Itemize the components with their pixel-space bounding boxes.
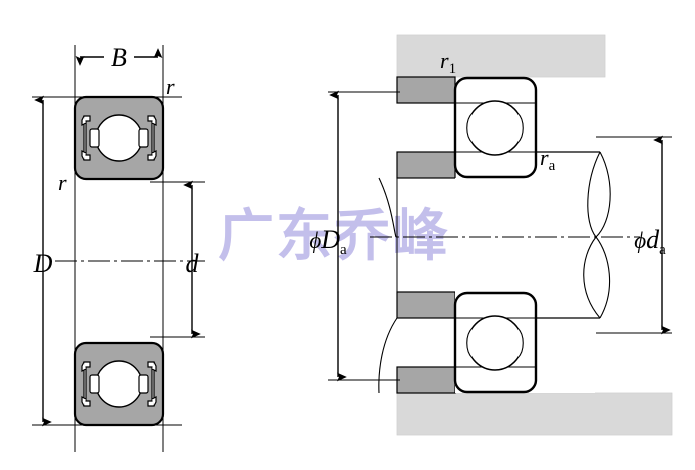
lower-seal-right-tab-top bbox=[151, 361, 157, 372]
lower-seal-right-lip bbox=[138, 374, 149, 394]
right-upper-ball bbox=[467, 100, 523, 156]
r1-subscript: 1 bbox=[449, 61, 457, 77]
right-lower-ball bbox=[467, 315, 523, 371]
dimension-phi-Da-label: ϕDa bbox=[309, 225, 347, 258]
upper-seal-left-tab-bottom bbox=[81, 150, 87, 161]
right-lower-cage-left bbox=[466, 327, 473, 359]
housing-bore-end-arcs bbox=[378, 177, 397, 238]
phi-symbol-Da: ϕ bbox=[309, 228, 321, 253]
shaft-end-arc-lower-right bbox=[595, 236, 611, 319]
right-upper-cage-left bbox=[466, 112, 473, 144]
right-view-group: ϕDa ϕda r1 ra bbox=[309, 34, 673, 436]
housing-top bbox=[396, 34, 606, 78]
lower-bearing-body bbox=[73, 341, 165, 427]
lower-seal-left-frame bbox=[83, 361, 91, 407]
upper-seal-right-tab-top bbox=[151, 115, 157, 126]
dimension-D: D bbox=[33, 95, 53, 427]
lower-seal-right-tab-bottom bbox=[151, 396, 157, 407]
upper-seal-right-tab-bottom bbox=[151, 150, 157, 161]
fillet-ra-label: ra bbox=[540, 145, 556, 174]
shaft-end-arc-upper-right bbox=[595, 151, 611, 238]
upper-seal-right-frame bbox=[147, 115, 155, 161]
da-subscript: a bbox=[659, 242, 666, 258]
r1-letter: r bbox=[440, 48, 449, 73]
phi-symbol-da: ϕ bbox=[634, 228, 646, 253]
right-lower-cage-right bbox=[517, 327, 524, 359]
upper-seal-left bbox=[81, 115, 100, 161]
upper-seal-left-lip bbox=[89, 128, 100, 148]
lower-seal-left-tab-bottom bbox=[81, 396, 87, 407]
fillet-r1-label: r1 bbox=[440, 48, 456, 77]
upper-seal-right-lip bbox=[138, 128, 149, 148]
upper-seal-left-frame bbox=[83, 115, 91, 161]
lower-seal-right bbox=[138, 361, 157, 407]
fillet-r-left-label: r bbox=[58, 170, 67, 195]
right-upper-bearing bbox=[453, 76, 538, 179]
dimension-phi-da-label: ϕda bbox=[634, 225, 666, 258]
dimension-D-label: D bbox=[33, 249, 53, 278]
fillet-r-top-label: r bbox=[166, 74, 175, 99]
shaft-end-arc-lower-left bbox=[583, 236, 601, 319]
lower-ball bbox=[95, 360, 143, 408]
ra-subscript: a bbox=[549, 158, 556, 174]
Da-letter: D bbox=[320, 225, 340, 254]
upper-seal-right bbox=[138, 115, 157, 161]
ra-letter: r bbox=[540, 145, 549, 170]
lower-seal-left-tab-top bbox=[81, 361, 87, 372]
upper-bearing-body bbox=[73, 95, 165, 181]
left-view-group: B D d r r bbox=[32, 43, 205, 452]
dimension-B-label: B bbox=[111, 43, 127, 72]
shaft-end-arcs bbox=[583, 151, 611, 319]
da-letter: d bbox=[646, 225, 660, 254]
housing-shoulder-upper-inner bbox=[396, 151, 456, 179]
shaft-end-arc-upper-left bbox=[587, 151, 601, 238]
housing-shoulder-bottom bbox=[396, 366, 456, 394]
right-lower-bearing bbox=[453, 291, 538, 394]
shaft-shoulder-lines bbox=[536, 151, 600, 319]
dimension-d: d bbox=[183, 180, 201, 339]
upper-ball bbox=[95, 114, 143, 162]
housing-bottom bbox=[396, 392, 673, 436]
lower-seal-right-frame bbox=[147, 361, 155, 407]
dimension-d-label: d bbox=[186, 249, 200, 278]
housing-lower-curve bbox=[378, 317, 398, 394]
housing-arc-upper bbox=[378, 177, 397, 238]
dimension-phi-da: ϕda bbox=[634, 135, 671, 335]
Da-subscript: a bbox=[340, 242, 347, 258]
lower-seal-left bbox=[81, 361, 100, 407]
right-upper-cage-right bbox=[517, 112, 524, 144]
dimension-B: B bbox=[75, 43, 163, 72]
housing-shoulder-top bbox=[396, 76, 456, 104]
housing-bore-lines bbox=[397, 102, 455, 368]
dimension-phi-Da: ϕDa bbox=[309, 90, 347, 382]
shaft-body-fill bbox=[455, 178, 595, 293]
housing-shoulder-lower-inner bbox=[396, 291, 456, 319]
lower-seal-left-lip bbox=[89, 374, 100, 394]
upper-seal-left-tab-top bbox=[81, 115, 87, 126]
